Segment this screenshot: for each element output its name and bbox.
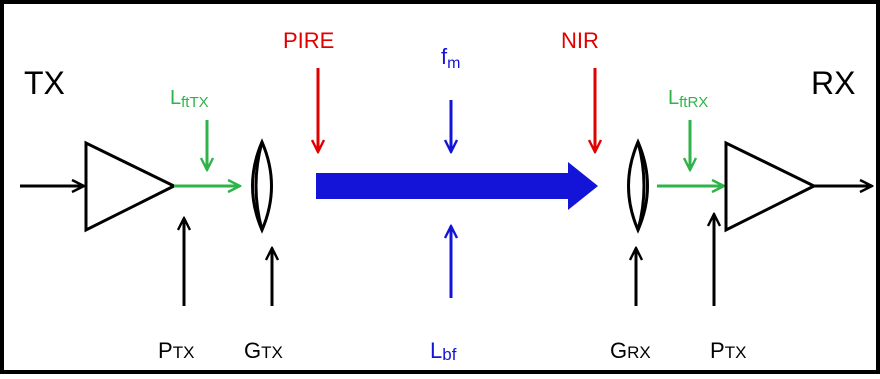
rx-antenna — [627, 138, 649, 234]
ptx-right-label: PTX — [710, 338, 746, 363]
lfttx-label: LftTX — [170, 87, 209, 111]
gtx-label: GTX — [244, 338, 283, 363]
propagation-arrow — [316, 162, 598, 210]
tx-amplifier — [84, 140, 178, 233]
lbf-label: Lbf — [430, 338, 457, 364]
fm-label: fm — [441, 44, 460, 72]
ptx-left-label: PTX — [158, 338, 194, 363]
grx-label: GRX — [610, 338, 651, 363]
rx-label: RX — [811, 65, 855, 101]
pire-label: PIRE — [283, 28, 334, 53]
tx-label: TX — [24, 65, 65, 101]
nir-label: NIR — [561, 28, 599, 53]
tx-antenna — [251, 138, 273, 234]
lftrx-label: LftRX — [668, 87, 708, 111]
rx-amplifier — [724, 140, 818, 233]
